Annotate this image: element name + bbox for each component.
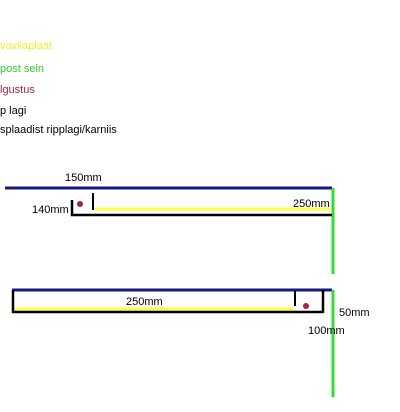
dim-length-top-label: 250mm [293, 198, 330, 210]
detail-top: 150mm 140mm 250mm [5, 172, 335, 274]
dim-length-bottom-label: 250mm [126, 296, 163, 308]
dim-height-bottom-label: 50mm [339, 307, 370, 319]
legend-item-insulation: lgustus [0, 84, 35, 97]
legend-item-ceiling: p lagi [0, 105, 26, 118]
legend-item-panel: vavilaplaat [0, 40, 52, 53]
detail-bottom: 250mm 50mm 100mm [11, 288, 370, 397]
legend-label-soffit: splaadist ripplagi/karniis [0, 124, 117, 136]
legend-label-ceiling: p lagi [0, 105, 27, 117]
dim-width-top-label: 150mm [65, 172, 102, 184]
legend-item-wall: post sein [0, 63, 44, 76]
legend-label-wall: post sein [0, 63, 45, 75]
legend-label-panel: vavilaplaat [0, 40, 52, 52]
legend-item-soffit: splaadist ripplagi/karniis [0, 124, 117, 137]
legend-label-insulation: lgustus [0, 84, 35, 96]
insulation-dot-top [77, 201, 83, 207]
dim-width-bottom-label: 100mm [308, 325, 345, 337]
dim-height-top-label: 140mm [32, 204, 69, 216]
insulation-dot-bottom [303, 303, 309, 309]
